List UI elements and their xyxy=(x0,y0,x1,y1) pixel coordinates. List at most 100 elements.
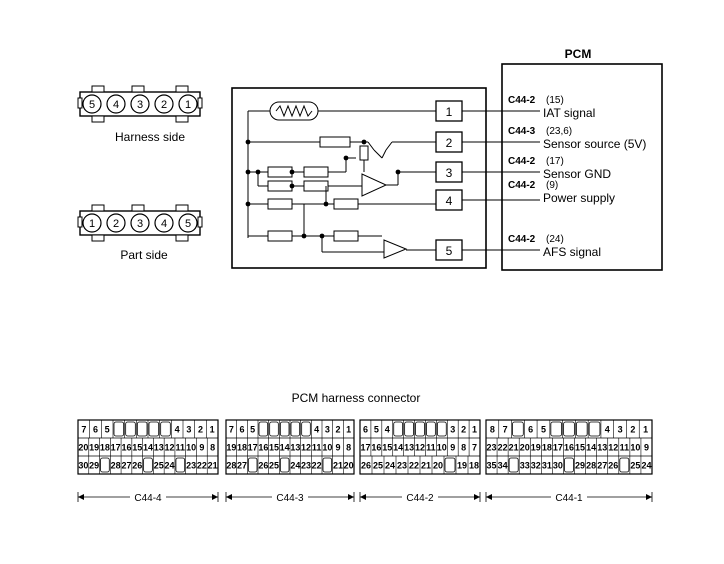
connector-pin-number: 4 xyxy=(314,425,319,435)
connector-key-slot xyxy=(100,457,110,473)
connector-pin-number: 32 xyxy=(531,461,541,471)
connector-key-slot xyxy=(136,421,148,437)
part-side-pin-label: 5 xyxy=(185,218,191,230)
part-side-pin xyxy=(178,213,198,233)
connector-pin-number: 16 xyxy=(121,443,131,453)
connector-pin-number: 22 xyxy=(197,461,207,471)
connector-pin-number: 11 xyxy=(176,443,186,453)
connector-pin-number: 16 xyxy=(258,443,268,453)
harness-side-pin-label: 4 xyxy=(113,99,119,111)
sensor-circuit xyxy=(231,87,487,269)
connector-pin-number: 35 xyxy=(487,461,497,471)
pcm-connector-id: C44-3 xyxy=(508,126,536,137)
pcm-connector-id: C44-2 xyxy=(508,180,536,191)
connector-pin-number: 18 xyxy=(469,461,479,471)
harness-side-pin xyxy=(154,94,174,114)
pcm-box xyxy=(501,63,663,271)
connector-key-slot xyxy=(113,421,125,437)
connector-pin-number: 9 xyxy=(335,443,340,453)
pcm-pin-numbers: (9) xyxy=(546,180,558,191)
connector-pin-number: 24 xyxy=(290,461,300,471)
connector-pin-number: 17 xyxy=(360,443,370,453)
connector-pin-number: 10 xyxy=(437,443,447,453)
connector-pin-number: 3 xyxy=(186,425,191,435)
connector-pin-number: 21 xyxy=(333,461,343,471)
connector-key-slot xyxy=(143,457,153,473)
part-side-pin xyxy=(106,213,126,233)
connector-pin-number: 23 xyxy=(186,461,196,471)
connector-pin-number: 7 xyxy=(472,443,477,453)
terminal-number: 5 xyxy=(446,244,453,258)
connector-key-slot xyxy=(279,457,290,473)
connector-pin-number: 2 xyxy=(335,425,340,435)
pcm-connector-id: C44-2 xyxy=(508,95,536,106)
part-side-pin xyxy=(130,213,150,233)
connector-key-slot xyxy=(564,457,574,473)
connector-key-slot xyxy=(160,421,171,437)
connector-pin-number: 17 xyxy=(248,443,258,453)
connector-pin-number: 17 xyxy=(111,443,121,453)
connector-pin-number: 22 xyxy=(409,461,419,471)
connector-pin-number: 21 xyxy=(421,461,431,471)
connector-block-name: C44-4 xyxy=(134,493,162,504)
connector-pin-number: 11 xyxy=(620,443,630,453)
connector-pin-number: 18 xyxy=(237,443,247,453)
harness-side-pin-label: 5 xyxy=(89,99,95,111)
connector-pin-number: 30 xyxy=(553,461,563,471)
connector-pin-number: 26 xyxy=(132,461,142,471)
connector-pin-number: 14 xyxy=(586,443,596,453)
harness-side-pin-label: 2 xyxy=(161,99,167,111)
connector-pin-number: 15 xyxy=(132,443,142,453)
connector-pin-number: 8 xyxy=(461,443,466,453)
connector-key-slot xyxy=(322,457,333,473)
pcm-signal-name: AFS signal xyxy=(543,245,601,259)
connector-pin-number: 5 xyxy=(105,425,110,435)
connector-pin-number: 9 xyxy=(199,443,204,453)
connector-pin-number: 25 xyxy=(630,461,640,471)
connector-pin-number: 5 xyxy=(374,425,379,435)
connector-pin-number: 1 xyxy=(643,425,648,435)
connector-pin-number: 19 xyxy=(457,461,467,471)
connector-key-slot xyxy=(393,421,404,437)
connector-key-slot xyxy=(426,421,436,437)
connector-pin-number: 1 xyxy=(346,425,351,435)
connector-pin-number: 16 xyxy=(371,443,381,453)
connector-pin-number: 19 xyxy=(226,443,236,453)
pcm-pin-numbers: (23,6) xyxy=(546,126,572,137)
connector-pin-number: 26 xyxy=(258,461,268,471)
connector-pin-number: 15 xyxy=(575,443,585,453)
connector-pin-number: 19 xyxy=(531,443,541,453)
connector-key-slot xyxy=(247,457,258,473)
connector-pin-number: 13 xyxy=(290,443,300,453)
connector-key-slot xyxy=(563,421,575,437)
connector-pin-number: 14 xyxy=(393,443,403,453)
pcm-title: PCM xyxy=(565,47,592,61)
connector-key-slot xyxy=(508,457,519,473)
connector-key-slot xyxy=(290,421,301,437)
connector-pin-number: 33 xyxy=(520,461,530,471)
harness-side-pin-label: 3 xyxy=(137,99,143,111)
connector-pin-number: 12 xyxy=(608,443,618,453)
harness-side-label: Harness side xyxy=(115,130,185,144)
connector-block-name: C44-1 xyxy=(555,493,583,504)
connector-pin-number: 20 xyxy=(344,461,354,471)
connector-pin-number: 23 xyxy=(397,461,407,471)
connector-pin-number: 17 xyxy=(553,443,563,453)
connector-pin-number: 10 xyxy=(630,443,640,453)
connector-pin-number: 2 xyxy=(198,425,203,435)
connector-pin-number: 27 xyxy=(237,461,247,471)
pcm-signal-name: Sensor source (5V) xyxy=(543,137,646,151)
connector-pin-number: 19 xyxy=(89,443,99,453)
connector-pin-number: 4 xyxy=(605,425,610,435)
connector-pin-number: 28 xyxy=(586,461,596,471)
connector-pin-number: 1 xyxy=(472,425,477,435)
